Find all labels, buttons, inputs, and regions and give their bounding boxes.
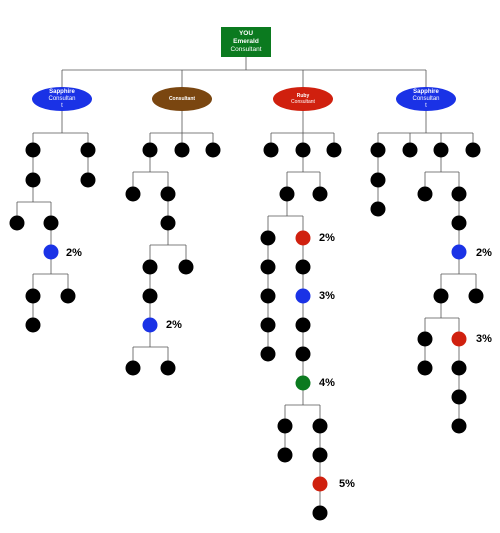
member-node <box>160 186 176 202</box>
member-node <box>312 418 328 434</box>
member-node-blue <box>142 317 158 333</box>
member-node-blue <box>295 288 311 304</box>
percent-label: 2% <box>476 247 492 259</box>
percent-label: 2% <box>319 232 335 244</box>
member-node <box>465 142 481 158</box>
branch-sapphire-consultant-2: Sapphire Consultan t <box>396 87 456 111</box>
member-node <box>326 142 342 158</box>
member-node <box>260 259 276 275</box>
member-node <box>417 360 433 376</box>
member-node-blue <box>43 244 59 260</box>
member-node <box>142 288 158 304</box>
member-node <box>295 346 311 362</box>
member-node <box>468 288 484 304</box>
member-node-red <box>451 331 467 347</box>
member-node <box>260 317 276 333</box>
member-node <box>295 317 311 333</box>
branch-3-line2: Consultant <box>291 99 315 105</box>
percent-label: 2% <box>66 247 82 259</box>
member-node <box>178 259 194 275</box>
member-node <box>312 505 328 521</box>
member-node <box>43 215 59 231</box>
member-node <box>60 288 76 304</box>
member-node <box>451 418 467 434</box>
member-node <box>402 142 418 158</box>
branch-1-line2: Consultan <box>48 95 76 102</box>
member-node <box>125 360 141 376</box>
member-node <box>160 215 176 231</box>
branch-4-line1: Sapphire <box>413 88 439 95</box>
member-node-blue <box>451 244 467 260</box>
member-node <box>370 201 386 217</box>
member-node <box>25 172 41 188</box>
branch-3-line1: Ruby <box>296 93 310 99</box>
branch-1-line1: Sapphire <box>49 88 75 95</box>
percent-label: 3% <box>319 290 335 302</box>
member-node <box>451 360 467 376</box>
root-line2: Emerald <box>233 38 259 45</box>
member-node <box>451 186 467 202</box>
percent-label: 5% <box>339 478 355 490</box>
member-node <box>80 172 96 188</box>
member-node <box>277 418 293 434</box>
member-node <box>260 230 276 246</box>
branch-1-line3: t <box>61 102 63 109</box>
member-node <box>260 346 276 362</box>
member-node <box>9 215 25 231</box>
member-node <box>277 447 293 463</box>
branch-consultant: Consultant <box>152 87 212 111</box>
member-node <box>174 142 190 158</box>
member-node <box>263 142 279 158</box>
member-node <box>295 142 311 158</box>
member-node <box>451 215 467 231</box>
root-line3: Consultant <box>230 46 262 53</box>
member-node <box>295 259 311 275</box>
member-node <box>160 360 176 376</box>
member-node <box>433 142 449 158</box>
member-node-green <box>295 375 311 391</box>
percent-label: 3% <box>476 333 492 345</box>
member-node-red <box>295 230 311 246</box>
member-node <box>80 142 96 158</box>
member-node <box>25 288 41 304</box>
member-node <box>312 447 328 463</box>
branch-2-line1: Consultant <box>168 96 196 102</box>
branch-ruby-consultant: Ruby Consultant <box>273 87 333 111</box>
branch-4-line3: t <box>425 102 427 109</box>
member-node <box>451 389 467 405</box>
member-node <box>25 142 41 158</box>
branch-sapphire-consultant-1: Sapphire Consultan t <box>32 87 92 111</box>
member-node <box>260 288 276 304</box>
root-line1: YOU <box>238 30 254 37</box>
member-node <box>433 288 449 304</box>
root-node-you: YOU Emerald Consultant <box>221 27 271 57</box>
member-node <box>25 317 41 333</box>
member-node <box>417 186 433 202</box>
percent-label: 4% <box>319 377 335 389</box>
member-node-red <box>312 476 328 492</box>
member-node <box>370 142 386 158</box>
branch-4-line2: Consultan <box>412 95 440 102</box>
member-node <box>370 172 386 188</box>
member-node <box>142 259 158 275</box>
member-node <box>205 142 221 158</box>
member-node <box>125 186 141 202</box>
member-node <box>142 142 158 158</box>
member-node <box>312 186 328 202</box>
percent-label: 2% <box>166 319 182 331</box>
member-node <box>279 186 295 202</box>
member-node <box>417 331 433 347</box>
